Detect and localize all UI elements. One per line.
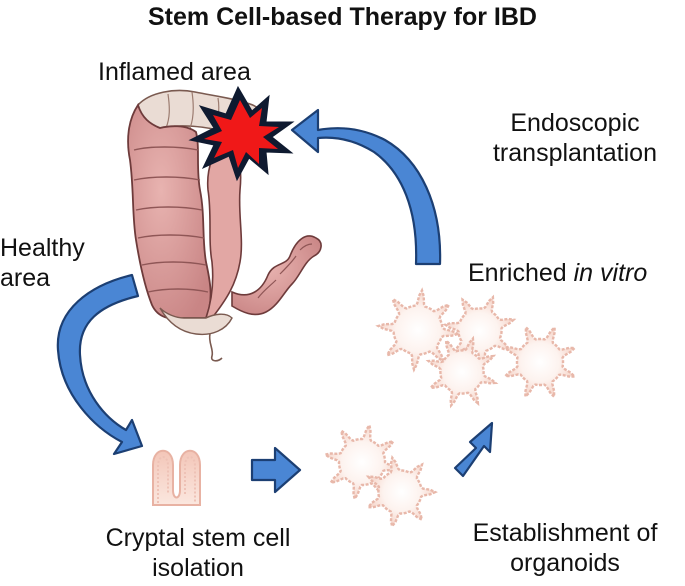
organoid-2 — [365, 455, 438, 529]
label-establishment-of-organoids: Establishment of organoids — [448, 518, 682, 578]
arrow-to-isolation — [56, 273, 144, 456]
intestinal-crypt-icon — [152, 449, 201, 506]
organoid-cluster-enriched — [375, 287, 578, 409]
label-cryptal-line1: Cryptal stem cell — [105, 524, 291, 552]
arrow-to-establishment — [250, 446, 302, 494]
figure-title: Stem Cell-based Therapy for IBD — [148, 3, 537, 31]
label-endoscopic-transplantation: Endoscopic transplantation — [470, 108, 680, 168]
label-enriched-italic: in vitro — [573, 259, 648, 287]
label-endoscopic-line2: transplantation — [492, 139, 657, 167]
sigmoid-colon — [231, 235, 322, 316]
label-enriched-prefix: Enriched — [468, 259, 574, 287]
label-healthy-line1: Healthy — [0, 234, 85, 262]
label-enriched-in-vitro: Enriched in vitro — [468, 258, 647, 288]
organoid-icon — [322, 422, 438, 529]
label-cryptal-line2: isolation — [152, 554, 244, 582]
inflammation-burst-icon — [188, 85, 295, 182]
label-inflamed-area: Inflamed area — [98, 58, 251, 86]
arrow-to-enrichment — [453, 421, 494, 478]
label-healthy-area: Healthy area — [0, 233, 85, 293]
organoid-4 — [442, 294, 517, 368]
organoid-3 — [375, 287, 461, 373]
label-cryptal-stem-cell-isolation: Cryptal stem cell isolation — [78, 523, 318, 583]
arrow-endoscopic-transplantation — [290, 108, 442, 266]
organoid-6 — [502, 324, 578, 400]
colon-illustration-icon — [127, 89, 322, 362]
label-establishment-line1: Establishment of — [472, 519, 658, 547]
label-endoscopic-line1: Endoscopic — [510, 109, 640, 137]
label-healthy-line2: area — [0, 264, 51, 292]
organoid-5 — [425, 335, 499, 409]
organoid-1 — [322, 422, 402, 502]
label-establishment-line2: organoids — [510, 549, 620, 577]
